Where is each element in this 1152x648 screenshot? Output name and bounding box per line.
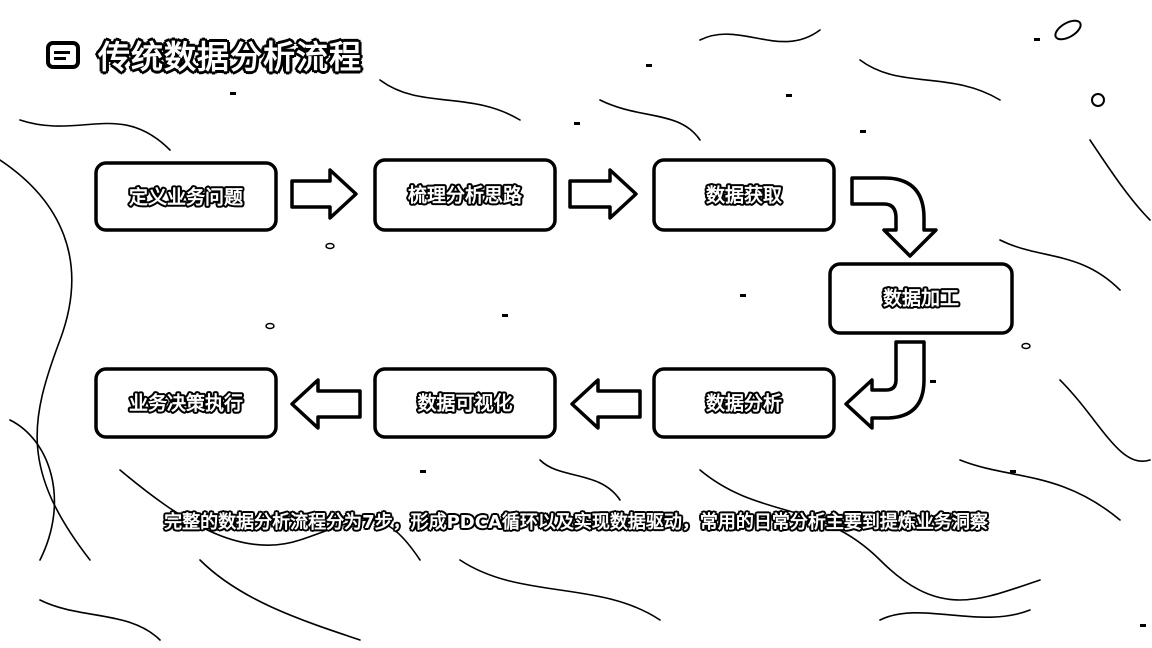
- step-data-visualization: 数据可视化: [373, 367, 557, 439]
- step-label: 梳理分析思路: [408, 184, 523, 207]
- step-data-processing: 数据加工: [828, 262, 1014, 335]
- page-header: 传统数据分析流程: [44, 30, 362, 80]
- step-business-decision-execution: 业务决策执行: [94, 367, 278, 439]
- step-label: 业务决策执行: [129, 392, 243, 415]
- step-data-analysis: 数据分析: [652, 367, 836, 439]
- step-organize-analysis-approach: 梳理分析思路: [373, 158, 557, 232]
- step-define-business-problem: 定义业务问题: [94, 161, 278, 232]
- step-label: 定义业务问题: [129, 186, 243, 209]
- summary-caption: 完整的数据分析流程分为7步，形成PDCA循环以及实现数据驱动，常用的日常分析主要…: [164, 512, 988, 533]
- arrow-right-1: [290, 168, 358, 220]
- step-label: 数据获取: [706, 184, 782, 207]
- arrow-right-2: [568, 168, 638, 220]
- page-title: 传统数据分析流程: [98, 38, 363, 76]
- arrow-left-1: [570, 378, 642, 430]
- arrow-curve-left-1: [844, 340, 926, 430]
- arrow-left-2: [290, 378, 362, 430]
- step-label: 数据可视化: [417, 392, 512, 415]
- background-texture: [0, 29, 1151, 641]
- step-data-acquisition: 数据获取: [652, 158, 836, 232]
- step-label: 数据加工: [883, 287, 959, 310]
- step-label: 数据分析: [706, 392, 782, 415]
- document-icon: [46, 41, 80, 69]
- arrow-curve-down-1: [850, 176, 938, 258]
